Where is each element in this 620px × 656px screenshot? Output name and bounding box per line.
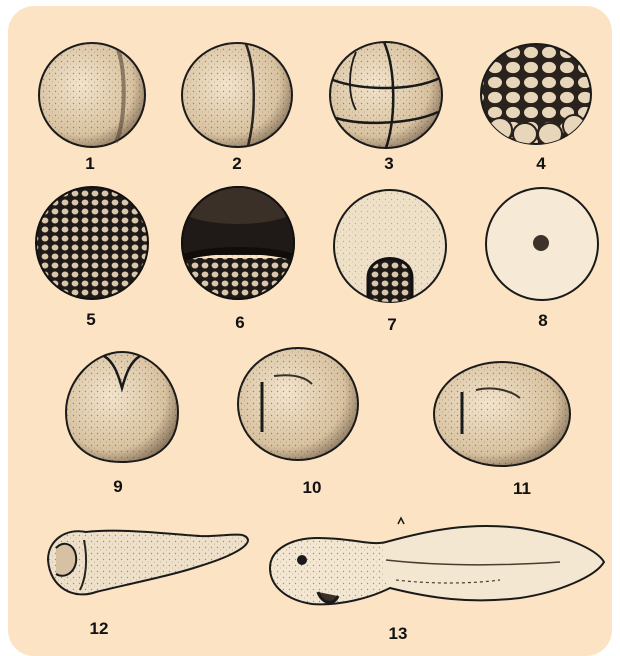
stage-label-8: 8: [538, 312, 547, 329]
stage-7-yolk-plug: [334, 190, 446, 305]
stage-3-eight-cell: [330, 42, 442, 148]
stage-label-5: 5: [86, 311, 95, 328]
stage-label-1: 1: [85, 155, 94, 172]
stage-13-tadpole: [270, 518, 604, 604]
stage-label-13: 13: [389, 625, 408, 642]
stage-label-4: 4: [536, 155, 545, 172]
stage-label-12: 12: [90, 620, 109, 637]
stage-5-blastula: [36, 187, 148, 299]
stage-9-neural-plate: [66, 352, 178, 462]
stage-label-2: 2: [232, 155, 241, 172]
stage-10-neural-fold: [238, 348, 358, 460]
stage-4-morula: [481, 44, 591, 145]
stage-8-blastopore: [486, 188, 598, 300]
stage-label-9: 9: [113, 478, 122, 495]
stage-12-tailbud-embryo: [48, 531, 248, 595]
stage-label-10: 10: [303, 479, 322, 496]
stage-label-11: 11: [513, 480, 531, 497]
stage-6-early-gastrula: [178, 185, 300, 308]
stage-label-7: 7: [387, 316, 396, 333]
stage-label-6: 6: [235, 314, 244, 331]
stage-11-neural-tube: [434, 362, 570, 466]
stage-label-3: 3: [384, 155, 393, 172]
stage-2-two-cell: [182, 43, 292, 147]
stage-1-egg: [39, 43, 145, 147]
